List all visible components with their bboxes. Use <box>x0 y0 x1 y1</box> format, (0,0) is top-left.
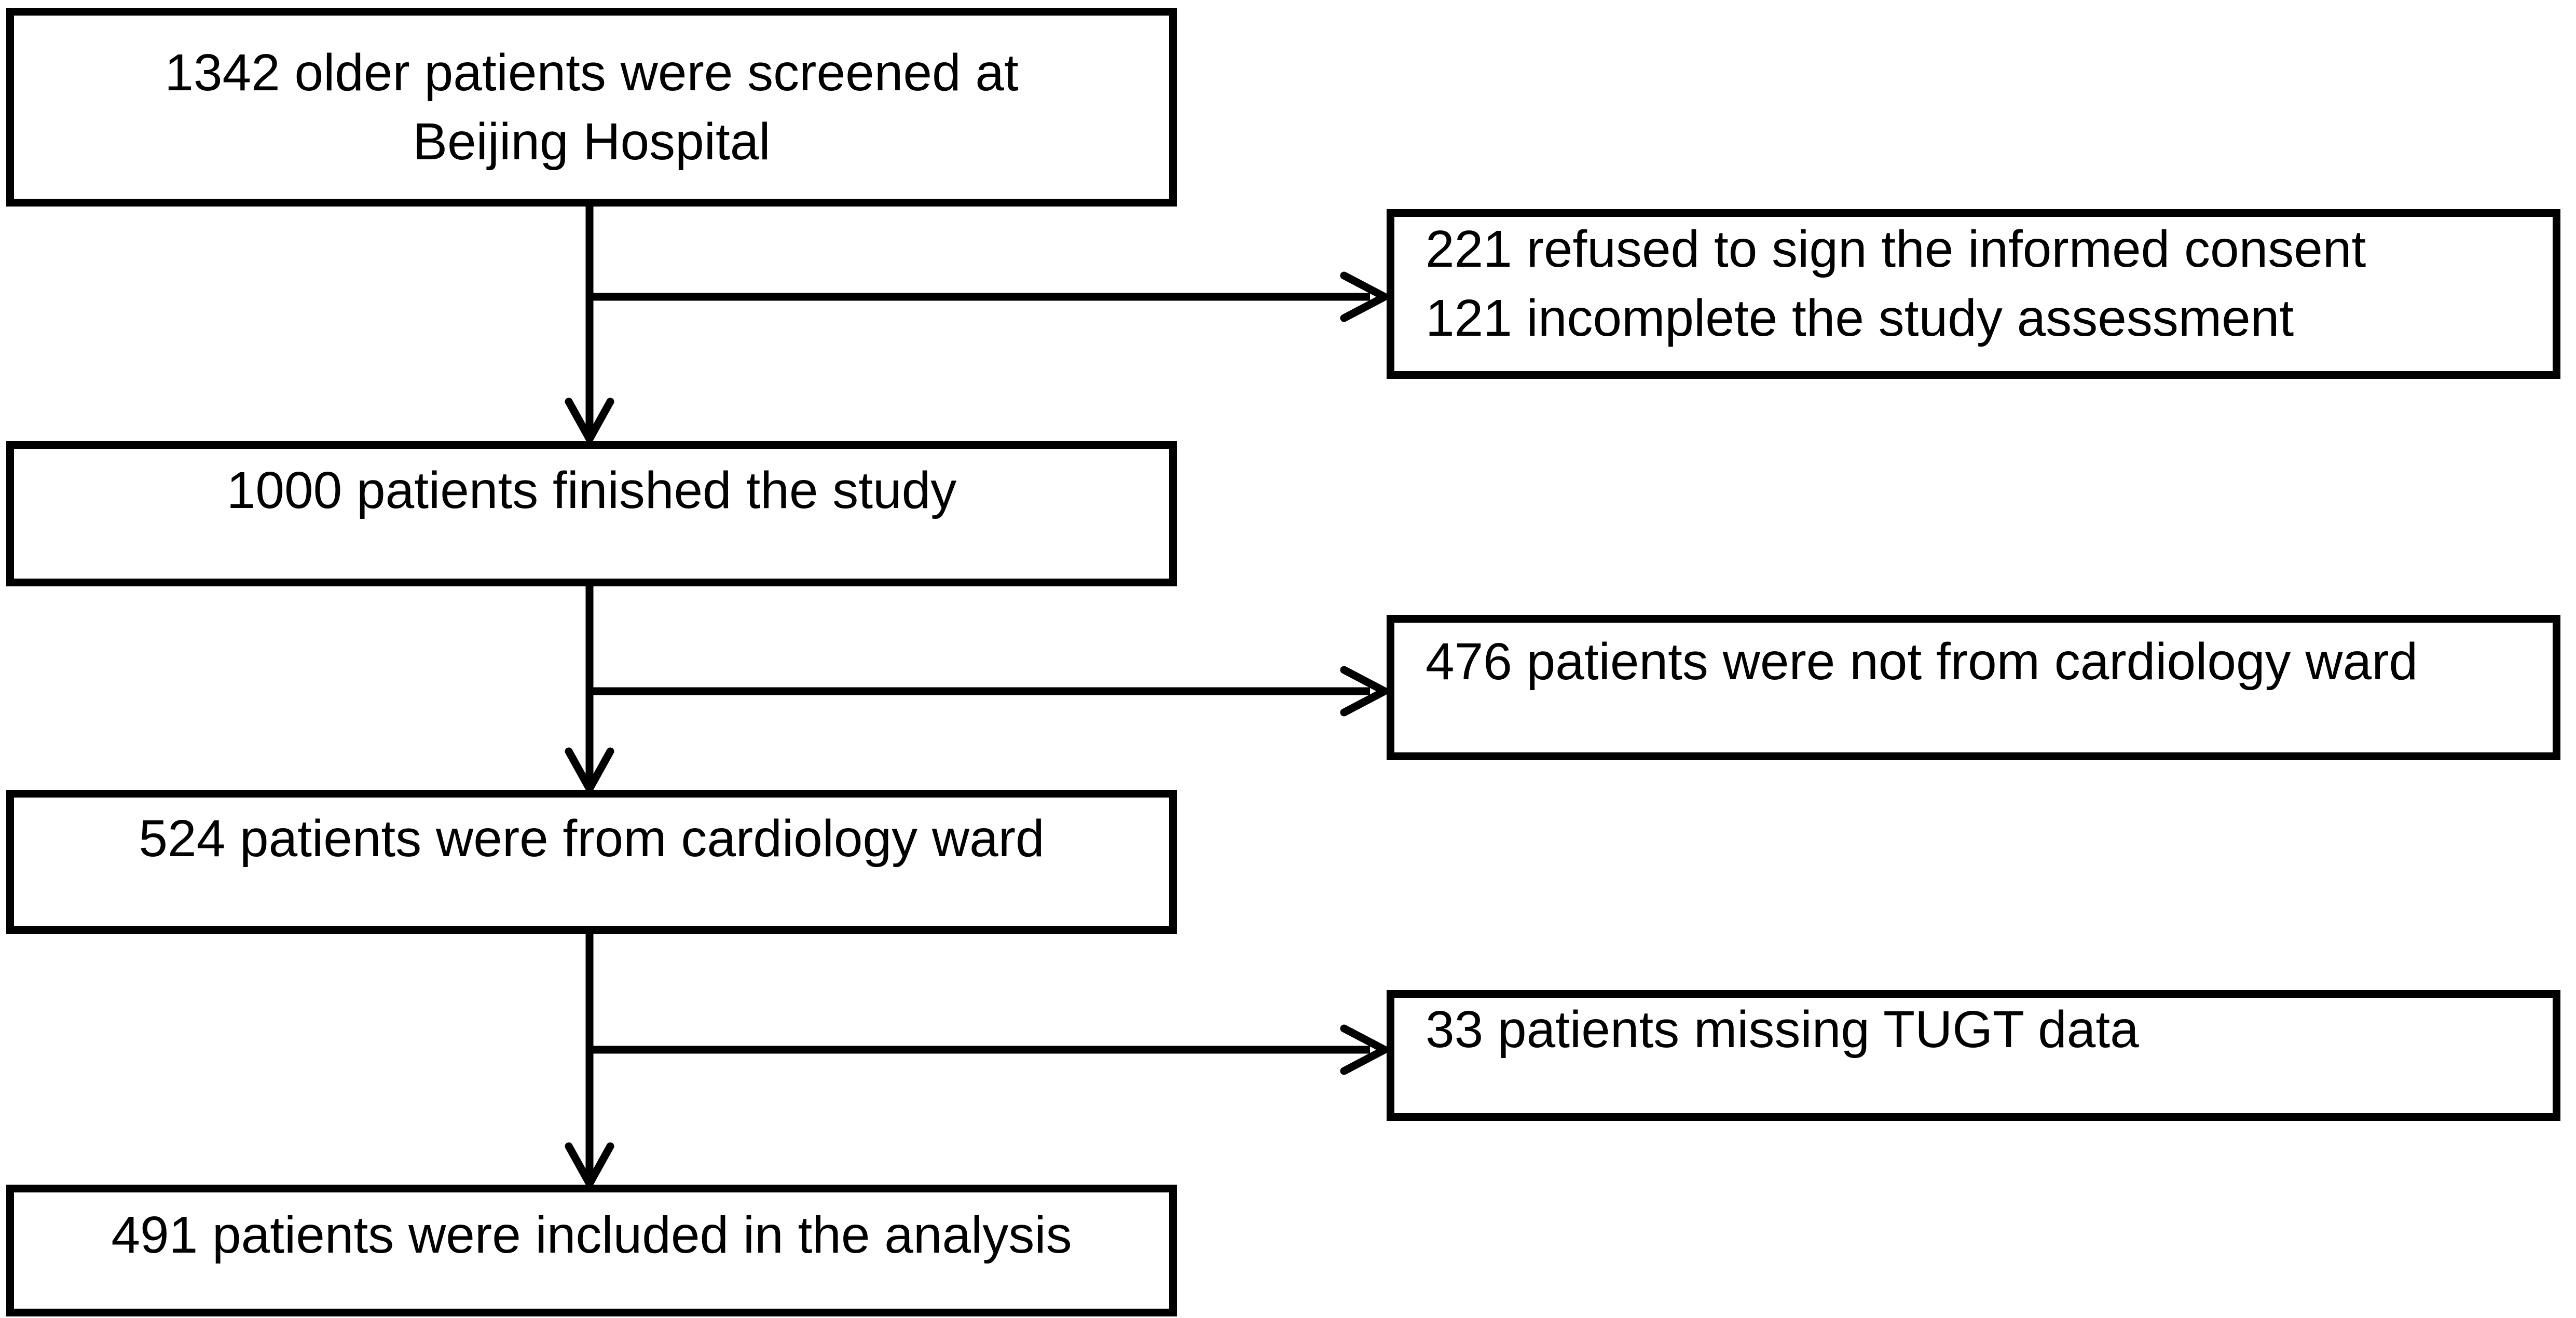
node-excluded-consent: 221 refused to sign the informed consent… <box>1387 209 2560 379</box>
node-missing-tugt: 33 patients missing TUGT data <box>1387 990 2560 1121</box>
node-analysis: 491 patients were included in the analys… <box>6 1185 1177 1316</box>
node-text-line: Beijing Hospital <box>413 112 771 171</box>
node-screened: 1342 older patients were screened at Bei… <box>6 8 1177 207</box>
node-text-line: 221 refused to sign the informed consent <box>1426 219 2366 278</box>
arrowhead-right-not-cardiology <box>1340 666 1389 717</box>
node-not-cardiology: 476 patients were not from cardiology wa… <box>1387 615 2560 760</box>
arrowhead-down-analysis <box>565 1142 614 1188</box>
node-text-line: 33 patients missing TUGT data <box>1426 1000 2139 1059</box>
arrowhead-down-finished <box>565 397 614 443</box>
arrowhead-right-missing-tugt <box>1340 1024 1389 1075</box>
node-finished: 1000 patients finished the study <box>6 441 1177 586</box>
node-text-line: 476 patients were not from cardiology wa… <box>1426 632 2418 691</box>
node-cardiology: 524 patients were from cardiology ward <box>6 790 1177 934</box>
node-text-line: 524 patients were from cardiology ward <box>139 809 1045 868</box>
node-text-line: 491 patients were included in the analys… <box>111 1205 1072 1264</box>
arrowhead-down-cardiology <box>565 747 614 793</box>
node-text-line: 1342 older patients were screened at <box>165 43 1019 102</box>
arrowhead-right-excluded-consent <box>1340 271 1389 322</box>
node-text-line: 121 incomplete the study assessment <box>1426 289 2294 347</box>
node-text-line: 1000 patients finished the study <box>226 461 957 519</box>
